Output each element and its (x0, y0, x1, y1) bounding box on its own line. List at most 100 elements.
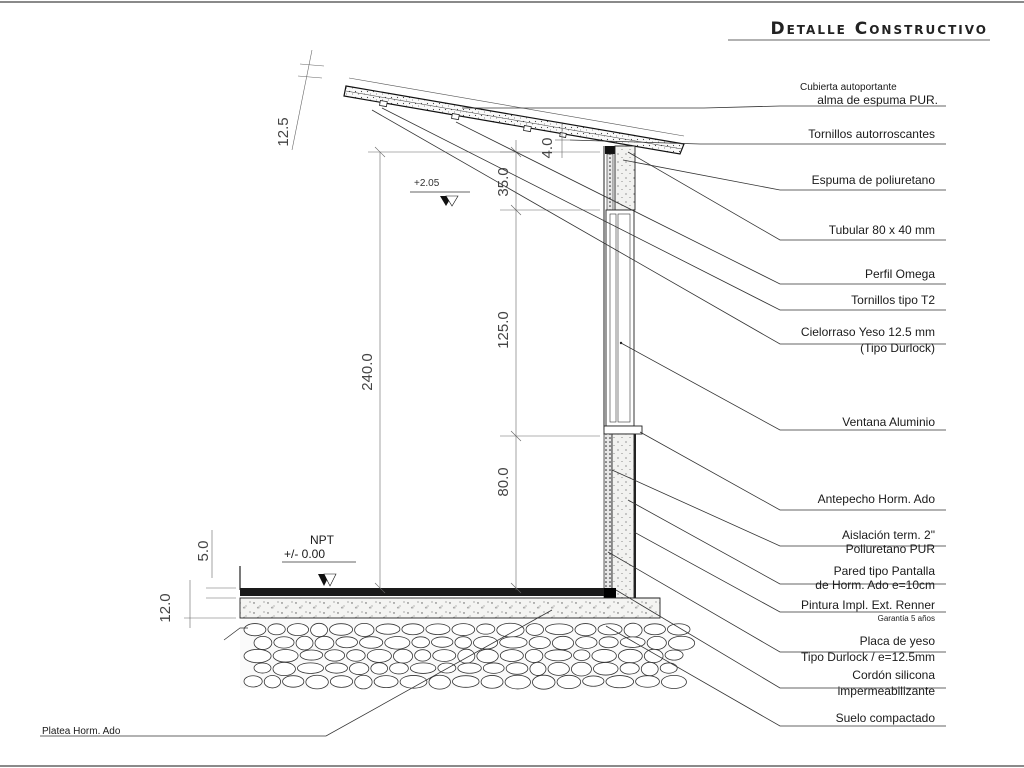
soil-stone (582, 675, 605, 687)
label-aislacion-line2: Poliuretano PUR (846, 542, 936, 556)
soil-stone (667, 623, 691, 636)
soil-stone (428, 674, 451, 690)
window-height-value: 125.0 (495, 311, 512, 349)
soil-stone (411, 636, 430, 649)
npt-value: +/- 0.00 (284, 547, 325, 561)
tubular-beam (605, 146, 615, 154)
soil-stone (544, 649, 573, 662)
label-antepecho: Antepecho Horm. Ado (818, 492, 936, 506)
soil-stone (295, 635, 314, 651)
top-level-value: +2.05 (414, 178, 440, 189)
soil-stone (243, 623, 267, 637)
soil-stone (545, 623, 574, 636)
label-aislacion-line1: Aislación term. 2" (842, 528, 935, 542)
top-level-mark: +2.05 (410, 178, 470, 207)
upper-wall (603, 145, 636, 430)
soil-stone (432, 649, 457, 662)
soil-stone (664, 649, 684, 661)
soil-stone (414, 649, 432, 662)
roof-panel (343, 77, 685, 155)
soil-stone (384, 636, 411, 650)
soil-stone (282, 675, 305, 688)
soil-stone (305, 674, 329, 690)
compacted-soil (240, 620, 696, 690)
label-platea: Platea Horm. Ado (42, 726, 121, 737)
soil-stone (623, 622, 643, 638)
soil-stone (525, 623, 544, 636)
soil-stone (409, 662, 437, 674)
soil-stone (640, 661, 659, 677)
soil-stone (399, 675, 428, 689)
soil-stone (457, 662, 482, 674)
floor-dimensions: 5.0 12.0 (157, 530, 248, 641)
soil-stone (335, 636, 358, 649)
label-pared-line1: Pared tipo Pantalla (834, 564, 936, 578)
label-pintura: Pintura Impl. Ext. Renner (801, 598, 935, 612)
label-espuma: Espuma de poliuretano (812, 173, 936, 187)
soil-stone (659, 662, 678, 674)
soil-stone (667, 635, 696, 651)
soil-stone (532, 674, 556, 690)
soil-stone (451, 623, 476, 636)
soil-stone (263, 675, 281, 689)
label-perfil-omega: Perfil Omega (865, 267, 935, 281)
soil-stone (482, 662, 505, 674)
annotation-labels: Cubierta autoportante alma de espuma PUR… (42, 82, 938, 737)
npt-label: NPT (310, 533, 335, 547)
soil-stone (359, 636, 384, 649)
soil-stone (605, 675, 635, 689)
soil-stone (354, 674, 373, 690)
soil-stone (253, 635, 273, 650)
soil-stone (370, 662, 388, 675)
total-height-value: 240.0 (359, 353, 376, 391)
window-frame (605, 209, 635, 427)
roof-thickness-value: 12.5 (275, 117, 292, 146)
soil-stone (329, 623, 354, 636)
soil-stone (529, 661, 547, 676)
soil-stone (324, 649, 346, 662)
soil-stone (591, 649, 617, 663)
soil-stone (504, 674, 531, 690)
right-dimension-chain: 35.0 125.0 80.0 (495, 140, 600, 594)
soil-stone (243, 648, 272, 664)
soil-stone (253, 662, 272, 674)
label-tubular: Tubular 80 x 40 mm (829, 223, 935, 237)
label-cordon-line1: Cordón silicona (852, 668, 935, 682)
soil-stone (329, 675, 354, 688)
step-value: 5.0 (195, 541, 212, 562)
soil-stone (646, 635, 667, 650)
floor-finish (240, 588, 612, 596)
soil-stone (366, 649, 392, 663)
soil-stone (476, 623, 496, 635)
sill-height-value: 80.0 (495, 467, 512, 496)
label-tornillos-autorroscantes: Tornillos autorroscantes (808, 127, 935, 141)
soil-stone (373, 675, 399, 688)
soil-stone (496, 622, 525, 638)
soil-stone (243, 675, 263, 688)
soil-stone (551, 635, 575, 651)
total-height-dimension: 240.0 (359, 146, 600, 594)
label-cubierta-line2: alma de espuma PUR. (817, 93, 938, 107)
drawing-title: Detalle Constructivo (770, 19, 988, 39)
soil-stone (297, 662, 324, 674)
soil-stone (272, 649, 299, 663)
soil-stone (573, 649, 591, 661)
soil-stone (480, 675, 504, 689)
soil-stone (574, 623, 597, 637)
soil-stone (267, 623, 286, 636)
npt-level-mark: NPT +/- 0.00 (282, 533, 356, 587)
soil-stone (617, 648, 643, 664)
gap-dimension: 4.0 (539, 122, 570, 158)
label-cubierta-line1: Cubierta autoportante (800, 82, 897, 93)
soil-stone (619, 662, 640, 675)
soil-stone (393, 648, 414, 664)
upper-band-value: 35.0 (495, 167, 512, 196)
soil-stone (452, 675, 480, 688)
label-tornillos-t2: Tornillos tipo T2 (851, 293, 935, 307)
soil-stone (425, 623, 451, 635)
soil-stone (272, 661, 296, 677)
leader-lines (40, 105, 946, 737)
label-garantia: Garantía 5 años (878, 614, 935, 623)
